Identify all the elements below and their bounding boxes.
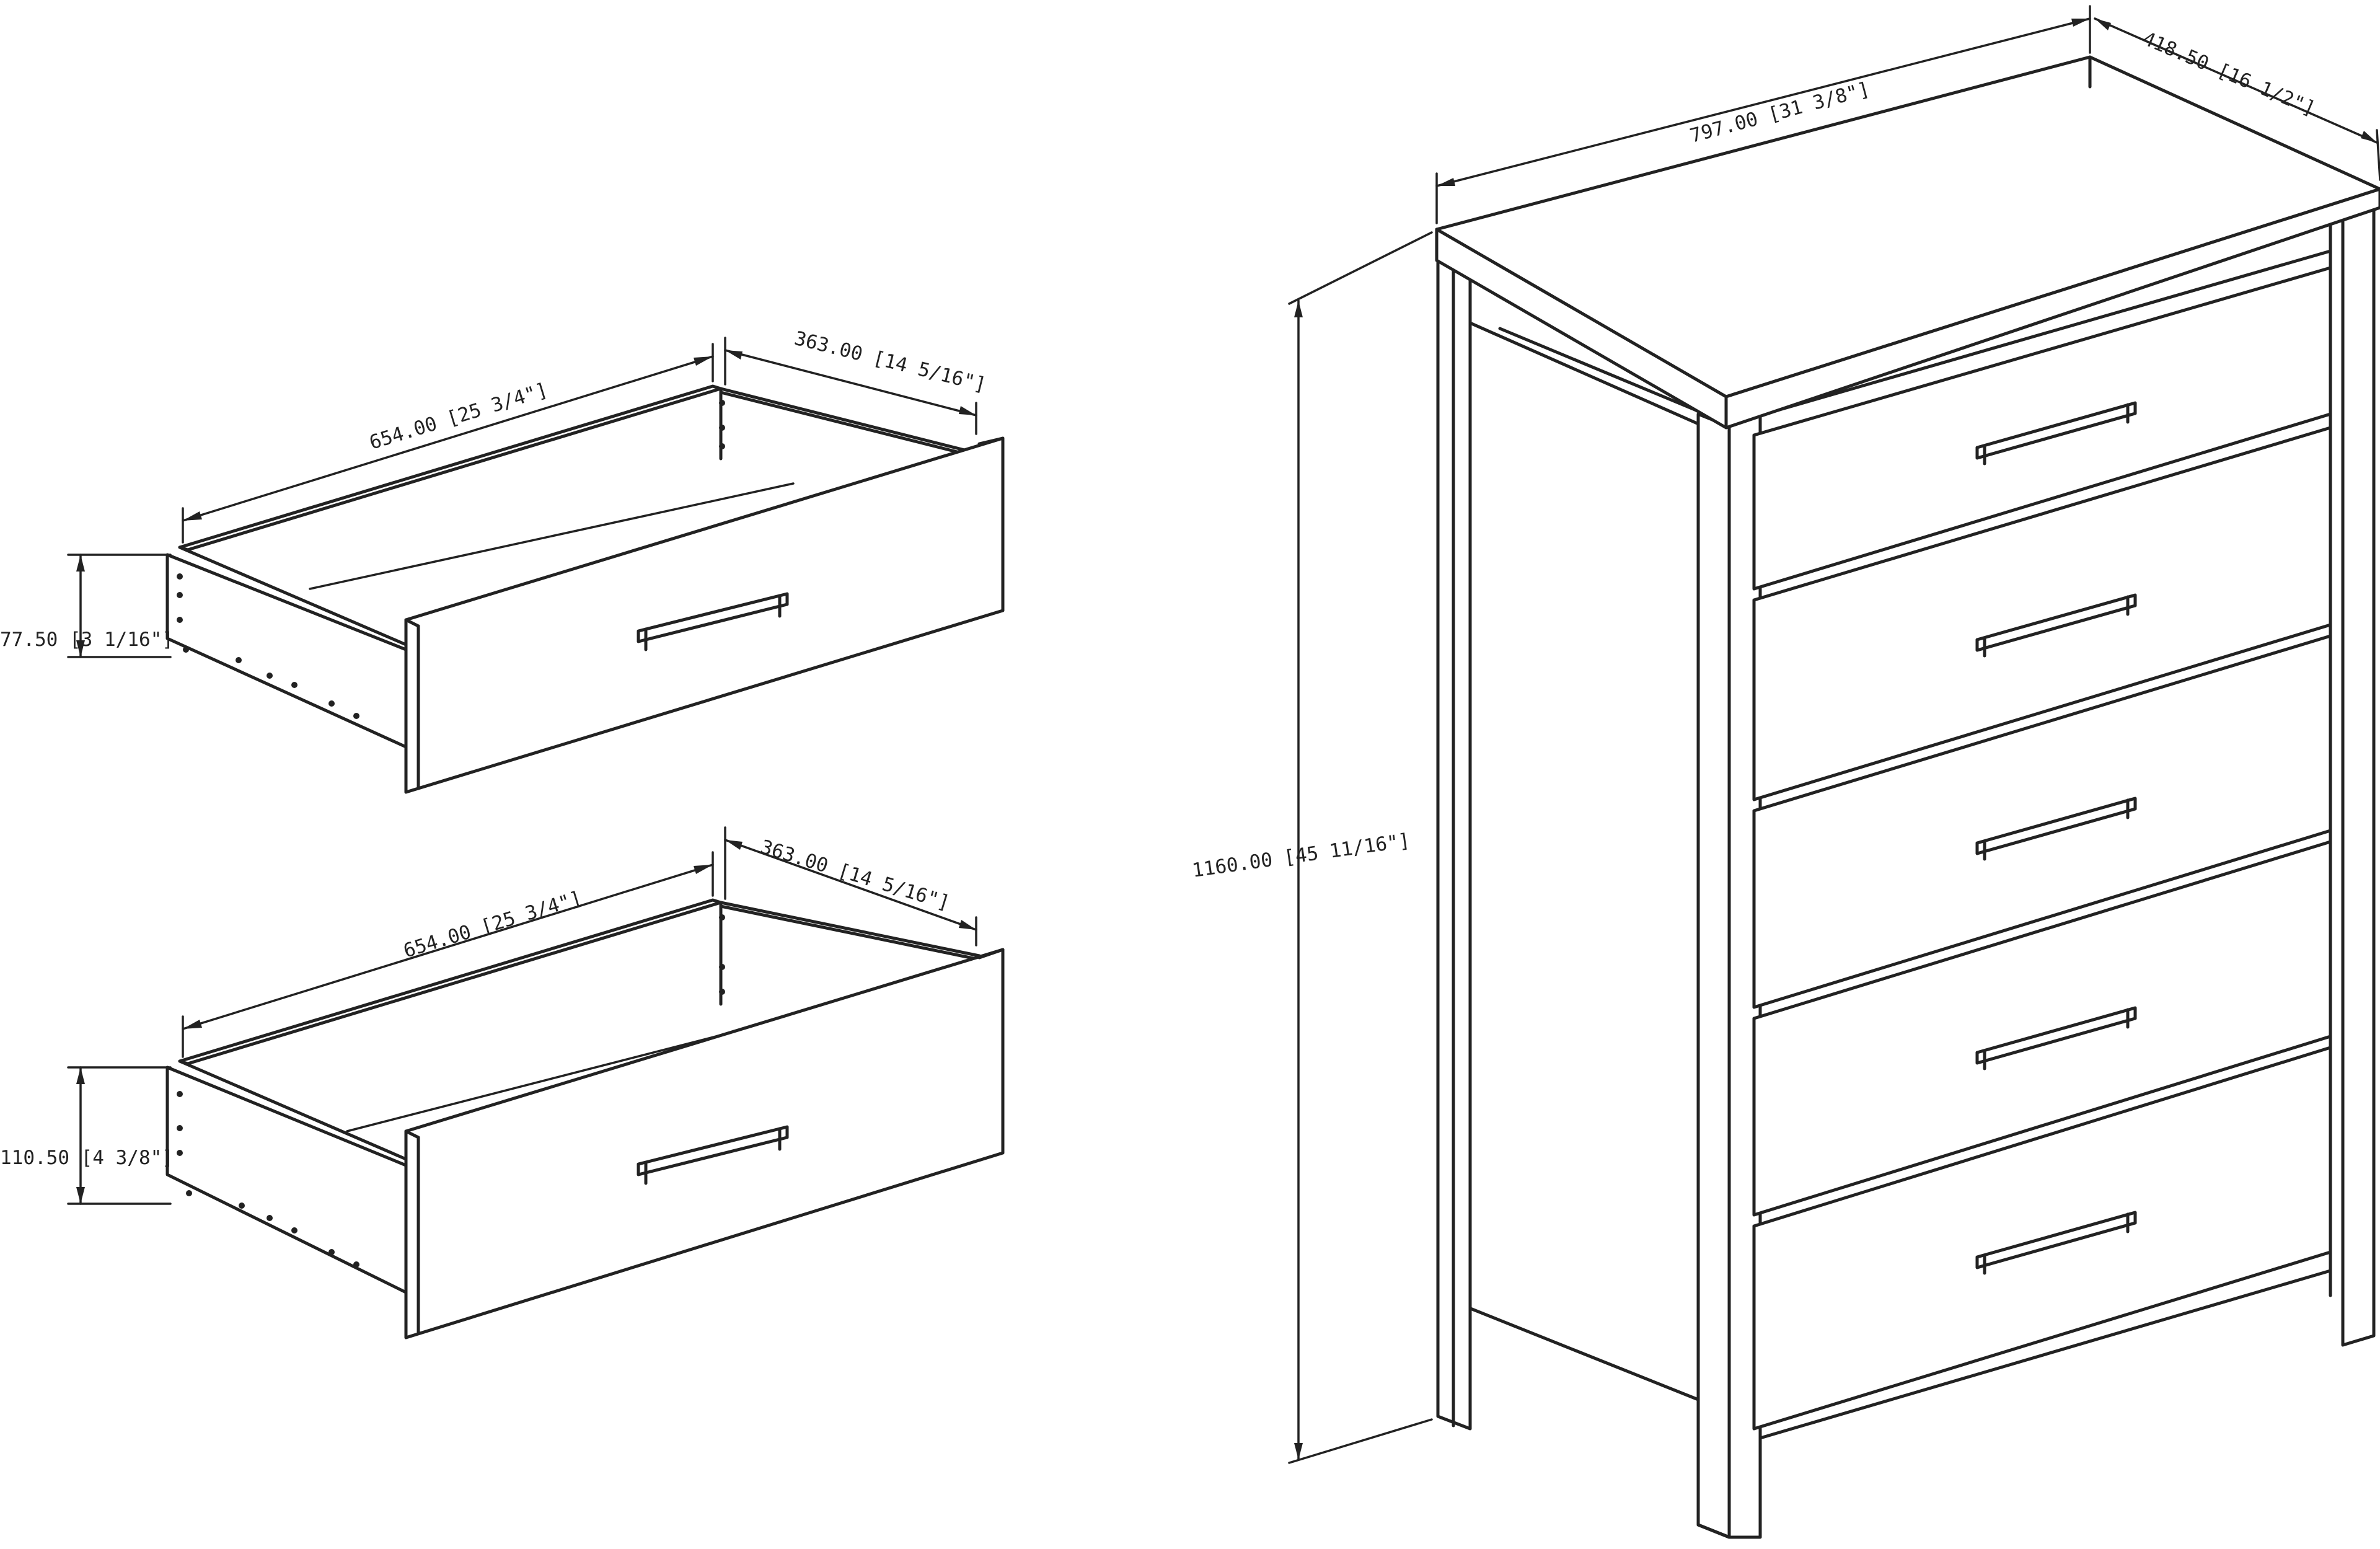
drawer-handle-icon <box>637 592 789 651</box>
upper-drawer: 654.00 [25 3/4"] 363.00 [14 5/16"] 77.50… <box>0 327 1005 794</box>
drawer-handle-icon <box>1975 797 2137 861</box>
drawer-handle-icon <box>1975 1211 2137 1275</box>
lower-drawer-height-label: 110.50 [4 3/8"] <box>0 1147 174 1169</box>
chest-drawer-2 <box>1752 426 2332 801</box>
drawer-handle-icon <box>1975 1006 2137 1070</box>
chest-drawer-4 <box>1752 840 2332 1217</box>
upper-drawer-height-label: 77.50 [3 1/16"] <box>0 629 174 651</box>
drawer-handle-icon <box>1975 401 2137 466</box>
chest-of-drawers: 797.00 [31 3/8"] 418.50 [16 1/2"] 1160.0… <box>1191 5 2380 1539</box>
lower-drawer: 654.00 [25 3/4"] 363.00 [14 5/16"] 110.5… <box>0 826 1005 1339</box>
upper-drawer-depth-label: 363.00 [14 5/16"] <box>792 327 989 397</box>
drawer-handle-icon <box>637 1125 789 1185</box>
chest-drawer-5 <box>1752 1046 2332 1431</box>
chest-drawer-1 <box>1752 266 2332 591</box>
chest-drawer-3 <box>1752 634 2332 1009</box>
drawer-handle-icon <box>1975 593 2137 658</box>
chest-height-label: 1160.00 [45 11/16"] <box>1191 829 1411 882</box>
lower-drawer-depth-label: 363.00 [14 5/16"] <box>758 836 953 914</box>
